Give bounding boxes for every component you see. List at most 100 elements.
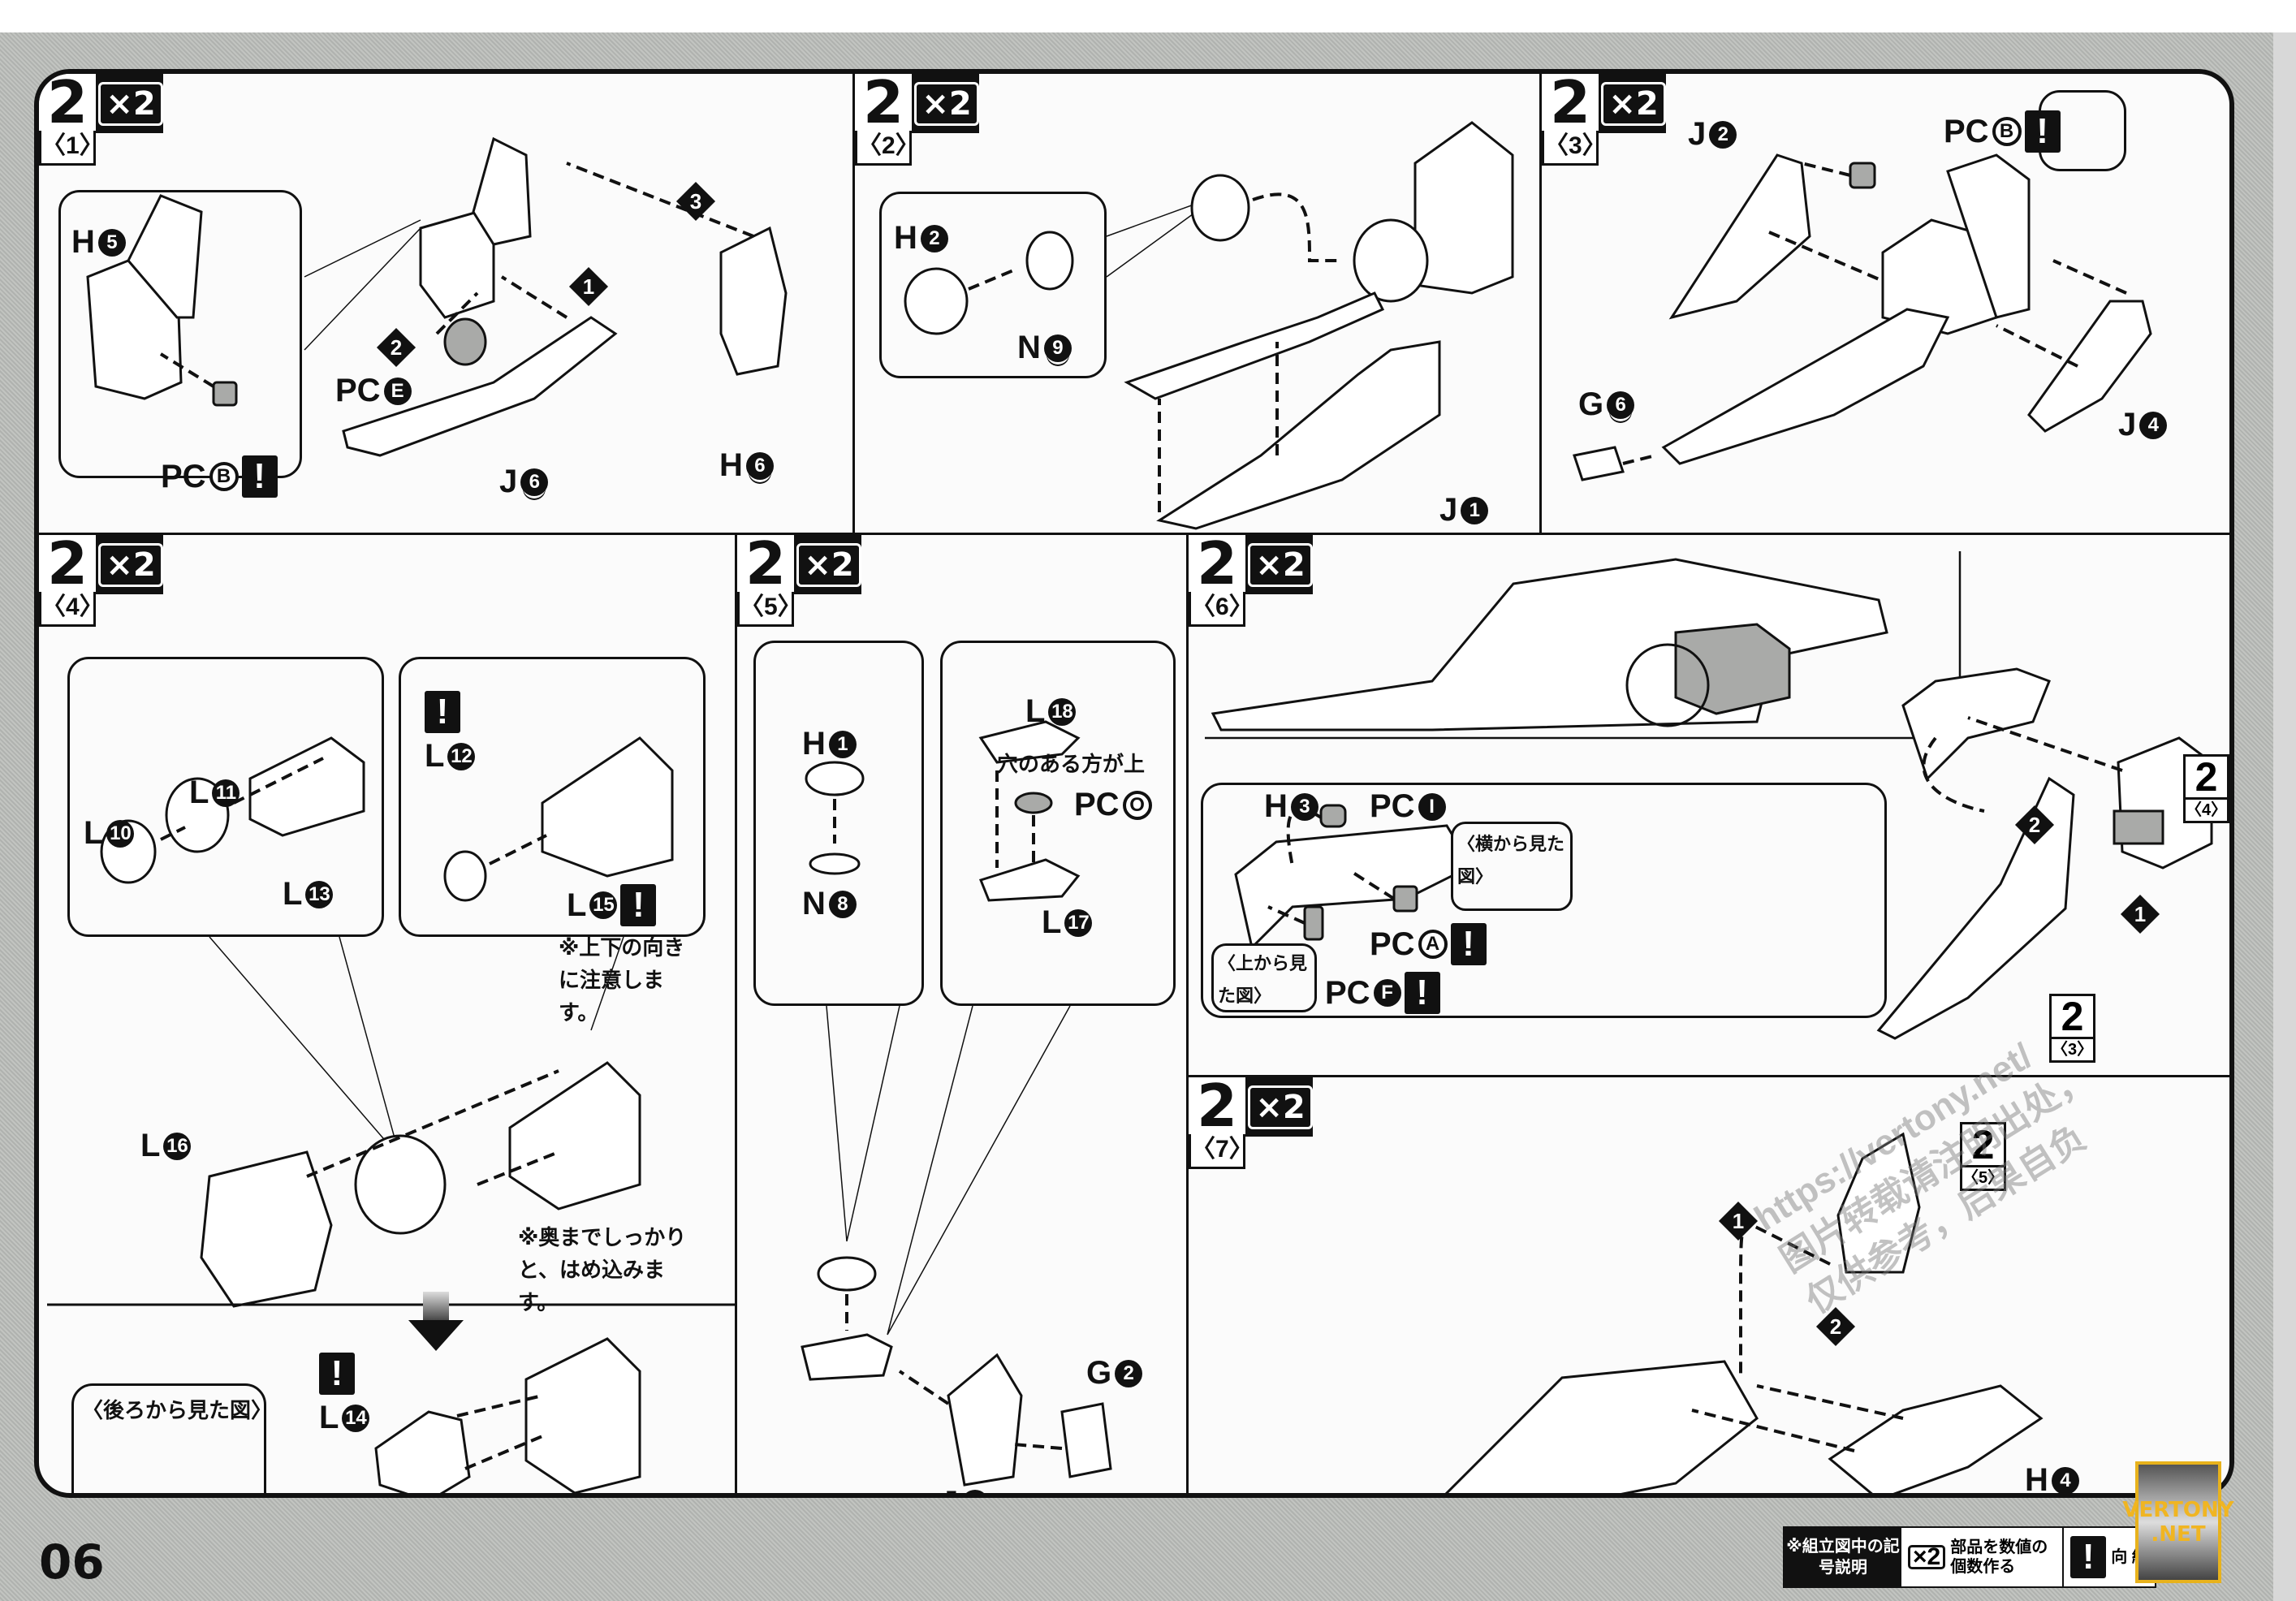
step-number: 2 — [1189, 534, 1248, 594]
step-header: 2×2 〈3〉 — [1542, 74, 1666, 166]
step-header: 2×2 〈1〉 — [39, 74, 163, 166]
down-arrow — [423, 1292, 449, 1324]
divider — [1539, 74, 1542, 533]
legend-warning: !向 組 — [2064, 1528, 2155, 1586]
orientation-note: ※上下の向きに注意します。 — [559, 935, 685, 1025]
multiplier-badge: ×2 — [914, 74, 979, 133]
detail-callout — [753, 641, 924, 1006]
sub-step-label: 〈5〉 — [737, 592, 802, 627]
step-header: 2×2 〈5〉 — [737, 534, 861, 627]
part-l18 — [978, 720, 1081, 764]
step-reference-2-4: 2〈4〉 — [2183, 754, 2229, 823]
warning-icon: ! — [2070, 1536, 2107, 1578]
order-marker-1: 1 — [2120, 894, 2160, 934]
multiplier-badge: ×2 — [1248, 535, 1313, 594]
part-pci — [1319, 804, 1347, 828]
step2-illustration — [904, 121, 1514, 530]
part-joint-gray — [1674, 623, 1791, 715]
part-base — [801, 1333, 893, 1381]
sub-step-label: 〈6〉 — [1189, 592, 1254, 627]
part-assembly — [524, 1337, 641, 1493]
step-number: 2 — [39, 74, 98, 133]
step5-illustration — [801, 720, 1112, 1487]
top-view-label: 〈上から見た図〉 — [1218, 953, 1308, 1006]
part-pcb — [1849, 162, 1876, 189]
step-header: 2×2 〈4〉 — [39, 534, 163, 627]
part-frame — [1413, 121, 1514, 295]
part-frame — [1946, 153, 2031, 319]
rear-view-callout: 〈後ろから見た図〉 — [71, 1383, 273, 1493]
step-number: 2 — [1542, 74, 1601, 133]
part-pcb — [212, 381, 238, 407]
multiplier-icon: ×2 — [1908, 1545, 1946, 1569]
sub-step-label: 〈3〉 — [1542, 131, 1607, 166]
side-view-label: 〈横から見た図〉 — [1457, 834, 1565, 887]
press-in-note: ※奥までしっかりと、はめ込みます。 — [518, 1225, 687, 1314]
step1-illustration — [86, 136, 788, 457]
vertony-logo: VERTONY .NET — [2122, 1461, 2234, 1583]
sub-step-label: 〈4〉 — [39, 592, 104, 627]
legend-title: ※組立図中の記号説明 — [1785, 1528, 1901, 1586]
side-view-callout: 〈横から見た図〉 — [1451, 822, 1573, 911]
step-header: 2×2 〈6〉 — [1189, 534, 1313, 627]
step7-illustration — [1444, 1132, 2044, 1493]
part-h2 — [904, 267, 969, 335]
part-l13 — [248, 736, 365, 837]
page-number: 06 — [39, 1534, 105, 1590]
order-marker-3: 3 — [675, 181, 716, 222]
part-g2 — [1060, 1402, 1112, 1478]
step-header: 2×2 〈7〉 — [1189, 1077, 1313, 1169]
multiplier-badge: ×2 — [98, 74, 163, 133]
divider — [1186, 1075, 2229, 1077]
part-n9 — [1025, 231, 1074, 291]
step-header: 2×2 〈2〉 — [855, 74, 979, 166]
divider — [39, 533, 2229, 535]
multiplier-badge: ×2 — [98, 535, 163, 594]
step-number: 2 — [39, 534, 98, 594]
part-boom — [1661, 308, 1950, 465]
part-h6 — [719, 226, 788, 376]
part-l17 — [979, 858, 1081, 902]
part-j6 — [342, 316, 618, 457]
order-marker-2: 2 — [376, 327, 416, 368]
callout-art — [1234, 804, 1474, 950]
step-panel-5: 2×2 〈5〉 H1 N8 L18 穴のある方が上 PCO L17 G2 J3 — [737, 534, 1186, 1493]
multiplier-badge: ×2 — [796, 535, 861, 594]
part-n8 — [809, 852, 861, 875]
hole-up-note: 穴のある方が上 — [997, 752, 1146, 776]
warning-icon: ! — [1450, 923, 1487, 965]
step3-illustration — [1573, 153, 2152, 481]
warning-icon: ! — [319, 1353, 355, 1395]
part-pce — [443, 317, 487, 366]
part-j3 — [947, 1353, 1023, 1487]
top-view-callout: 〈上から見た図〉 — [1211, 943, 1317, 1012]
rear-view-label: 〈後ろから見た図〉 — [82, 1398, 273, 1422]
multiplier-badge: ×2 — [1248, 1077, 1313, 1137]
sub-step-label: 〈2〉 — [855, 131, 920, 166]
part-h5-arm — [127, 194, 203, 319]
part-j4 — [2027, 300, 2152, 433]
